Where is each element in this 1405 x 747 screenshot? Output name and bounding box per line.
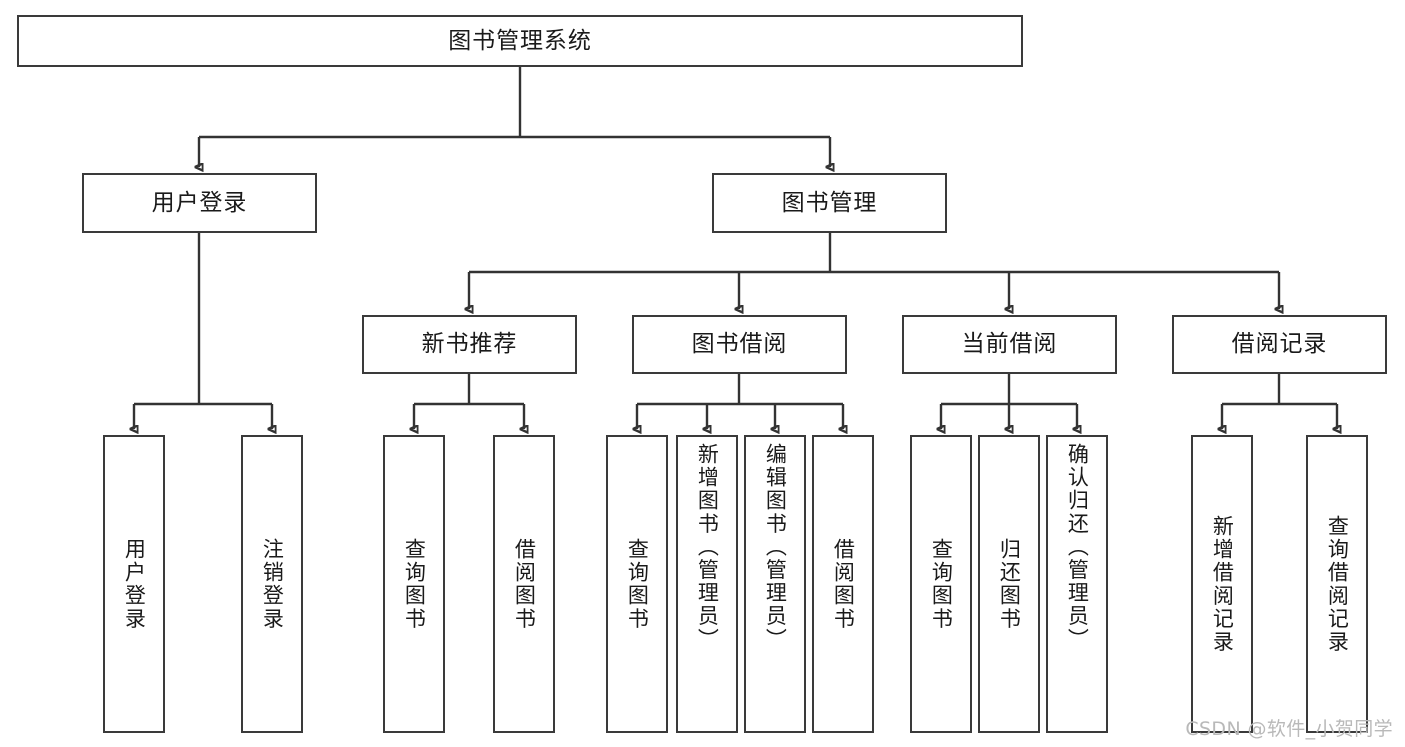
node-new-book-rec-label: 新书推荐 [421,331,518,358]
node-leaf-add-book[interactable]: 新增图书（管理员） [676,435,738,733]
node-leaf-query-book-1[interactable]: 查询图书 [383,435,445,733]
node-leaf-borrow-book-1[interactable]: 借阅图书 [493,435,555,733]
node-leaf-query-book-1-label: 查询图书 [402,537,427,631]
node-borrow-record-label: 借阅记录 [1231,331,1328,358]
node-leaf-query-book-3[interactable]: 查询图书 [910,435,972,733]
node-user-login-label: 用户登录 [151,189,248,216]
node-borrow-record[interactable]: 借阅记录 [1172,315,1387,374]
node-leaf-edit-book[interactable]: 编辑图书（管理员） [744,435,806,733]
node-leaf-borrow-book-2-label: 借阅图书 [831,537,856,631]
node-current-borrow-label: 当前借阅 [961,331,1058,358]
node-book-manage[interactable]: 图书管理 [712,173,947,233]
node-leaf-query-book-3-label: 查询图书 [929,537,954,631]
node-leaf-borrow-book-2[interactable]: 借阅图书 [812,435,874,733]
node-root[interactable]: 图书管理系统 [17,15,1023,67]
node-leaf-borrow-book-1-label: 借阅图书 [512,537,537,631]
node-book-borrow[interactable]: 图书借阅 [632,315,847,374]
node-leaf-add-record[interactable]: 新增借阅记录 [1191,435,1253,733]
node-leaf-confirm-return[interactable]: 确认归还（管理员） [1046,435,1108,733]
node-leaf-add-book-label: 新增图书（管理员） [695,443,720,651]
node-leaf-logout-label: 注销登录 [260,537,285,631]
node-leaf-return-book-label: 归还图书 [997,537,1022,631]
node-leaf-return-book[interactable]: 归还图书 [978,435,1040,733]
node-book-manage-label: 图书管理 [781,189,878,216]
node-leaf-user-login-label: 用户登录 [122,537,147,631]
node-leaf-user-login[interactable]: 用户登录 [103,435,165,733]
node-leaf-add-record-label: 新增借阅记录 [1210,514,1235,654]
node-leaf-query-book-2-label: 查询图书 [625,537,650,631]
node-leaf-logout[interactable]: 注销登录 [241,435,303,733]
node-book-borrow-label: 图书借阅 [691,331,788,358]
node-leaf-query-book-2[interactable]: 查询图书 [606,435,668,733]
node-new-book-rec[interactable]: 新书推荐 [362,315,577,374]
node-current-borrow[interactable]: 当前借阅 [902,315,1117,374]
node-leaf-query-record[interactable]: 查询借阅记录 [1306,435,1368,733]
node-leaf-edit-book-label: 编辑图书（管理员） [763,443,788,651]
node-leaf-query-record-label: 查询借阅记录 [1325,514,1350,654]
node-root-label: 图书管理系统 [448,27,592,54]
node-user-login[interactable]: 用户登录 [82,173,317,233]
watermark: CSDN @软件_小贺同学 [1185,718,1393,740]
node-leaf-confirm-return-label: 确认归还（管理员） [1065,443,1090,651]
